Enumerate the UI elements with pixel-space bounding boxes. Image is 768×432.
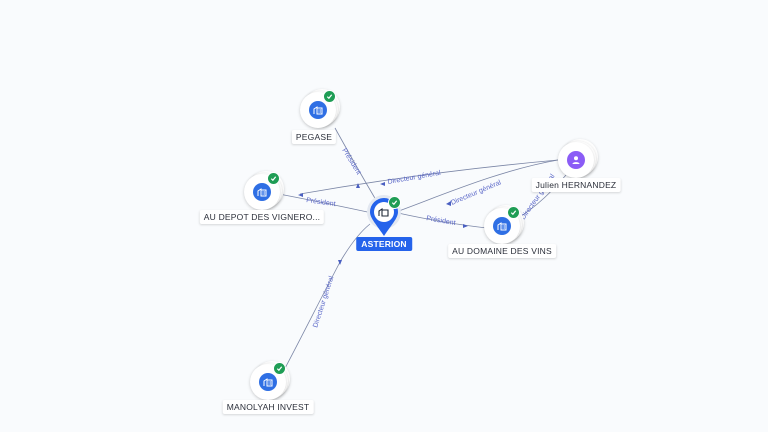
node-label: PEGASE <box>291 130 337 144</box>
node-julien-hernandez[interactable] <box>558 139 598 178</box>
verified-check-icon <box>273 362 286 375</box>
building-icon <box>253 183 271 201</box>
edge-pegase-asterion <box>334 127 380 206</box>
edge-label-audepot: Président <box>306 197 336 208</box>
node-manolyah[interactable] <box>250 361 290 400</box>
arrow-pegase-center <box>356 183 360 188</box>
arrow-manolyah-center <box>338 260 342 265</box>
center-node-label: ASTERION <box>356 237 412 251</box>
node-label: AU DEPOT DES VIGNERO... <box>199 210 325 224</box>
verified-check-icon <box>323 90 336 103</box>
edge-manolyah-asterion <box>282 223 371 373</box>
node-audepot[interactable] <box>244 171 284 210</box>
node-label: AU DOMAINE DES VINS <box>448 244 556 258</box>
edge-asterion-audepot <box>278 193 373 214</box>
edge-label-pegase: Président <box>340 147 362 176</box>
verified-check-icon <box>388 196 401 209</box>
center-node-asterion[interactable] <box>366 194 402 238</box>
arrow-julien-audepot <box>380 182 385 186</box>
edge-label-julien-audepot: Directeur général <box>387 170 442 186</box>
arrow-audomaine <box>463 224 468 228</box>
edge-asterion-audomaine <box>397 212 488 229</box>
building-icon <box>309 101 327 119</box>
arrow-audepot <box>298 193 303 197</box>
arrow-julien-center <box>446 201 451 206</box>
building-icon <box>493 217 511 235</box>
edge-label-julien-asterion: Directeur général <box>450 179 503 207</box>
node-audomaine[interactable] <box>484 205 524 244</box>
edge-julien-asterion <box>395 159 559 213</box>
verified-check-icon <box>507 206 520 219</box>
node-label: MANOLYAH INVEST <box>222 400 314 414</box>
building-icon <box>259 373 277 391</box>
edge-julien-audepot <box>299 159 559 195</box>
edge-label-manolyah: Directeur général <box>312 275 335 329</box>
building-icon <box>378 207 389 217</box>
verified-check-icon <box>267 172 280 185</box>
edge-label-audomaine: Président <box>426 215 456 227</box>
node-pegase[interactable] <box>300 89 340 128</box>
node-label: Julien HERNANDEZ <box>531 178 621 192</box>
person-icon <box>567 151 585 169</box>
